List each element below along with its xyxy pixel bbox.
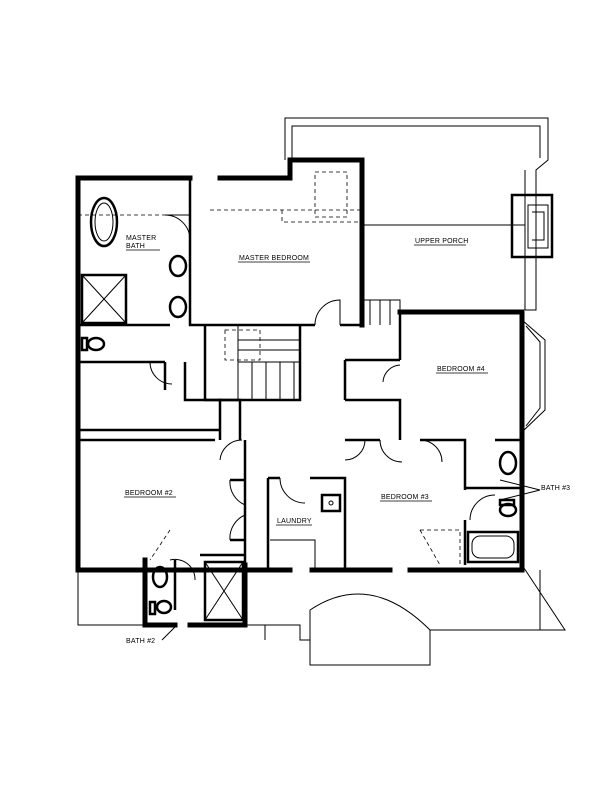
laundry-sink-icon [320,493,342,513]
label-bath-3: BATH #3 [541,485,570,492]
bathtub-icon [89,196,119,248]
label-master-bath-1: MASTER [126,235,156,242]
label-bedroom-2: BEDROOM #2 [125,490,173,497]
upper-porch-outline [284,117,549,311]
front-porch-outline [77,564,566,666]
label-master-bath-2: BATH [126,243,145,250]
label-upper-porch: UPPER PORCH [415,238,469,245]
label-bedroom-4: BEDROOM #4 [437,366,485,373]
label-bath-2: BATH #2 [126,638,155,645]
fixtures [78,171,520,622]
shower-icon [80,273,128,325]
bathtub-icon [466,530,520,564]
interior-walls [78,178,522,610]
fireplace-icon [510,193,554,259]
exterior-walls [75,157,525,628]
stairs [224,299,401,400]
toilet-icon [80,336,518,616]
label-bedroom-3: BEDROOM #3 [381,494,429,501]
sink-icon [151,254,518,589]
label-laundry: LAUNDRY [277,518,312,525]
doors [149,214,496,581]
label-master-bedroom: MASTER BEDROOM [239,255,309,262]
bay-window [521,319,546,433]
room-labels: MASTER BATH MASTER BEDROOM UPPER PORCH B… [124,235,570,645]
shower-icon [203,560,245,622]
